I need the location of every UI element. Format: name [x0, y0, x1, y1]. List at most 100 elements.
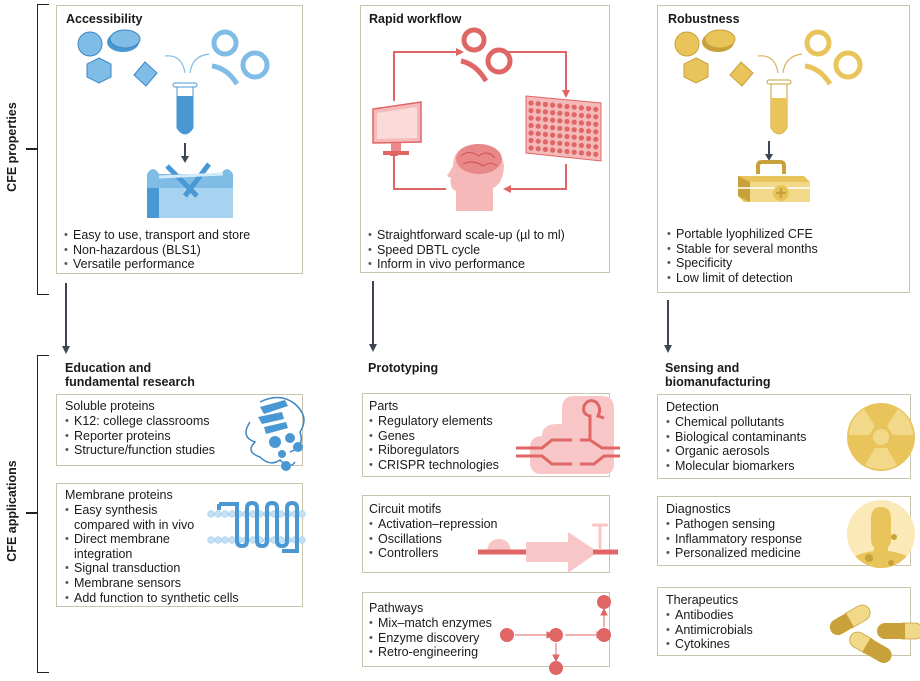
plate-well	[557, 148, 563, 154]
arrow-head	[62, 346, 70, 354]
plate-well	[578, 105, 584, 111]
app-box-bullets: Regulatory elements Genes Riboregulators…	[369, 414, 499, 472]
bullet-item: Versatile performance	[64, 257, 250, 272]
dna-plasmid-icon	[804, 29, 863, 86]
plate-well	[535, 108, 541, 114]
bullet-item: Specificity	[667, 256, 818, 271]
bullet-item: Genes	[369, 429, 499, 444]
protein-structure-icon	[245, 396, 305, 471]
lipid-head	[207, 510, 215, 518]
riboregulator-icon	[516, 396, 620, 474]
protein-shapes-icon	[77, 29, 158, 87]
applications-bracket	[37, 355, 49, 673]
bullet-item: Molecular biomarkers	[666, 459, 806, 474]
app-box-title: Membrane proteins	[65, 488, 173, 502]
plate-well	[528, 115, 534, 121]
app-box-bullets: K12: college classrooms Reporter protein…	[65, 414, 215, 458]
plate-well	[593, 136, 599, 142]
lipid-head	[221, 510, 229, 518]
property-box-rapid-workflow: Rapid workflow	[360, 5, 610, 273]
plate-well	[550, 147, 556, 153]
plate-well	[557, 133, 563, 139]
plate-well	[528, 130, 534, 136]
plate-well	[557, 125, 563, 131]
toolbox-icon	[147, 162, 233, 218]
patient-silhouette-icon	[847, 500, 915, 568]
plate-well	[550, 102, 556, 108]
plate-well	[564, 133, 570, 140]
plate-well	[535, 131, 541, 137]
lipid-head	[214, 536, 222, 544]
pills-capsules-icon	[829, 604, 920, 663]
bullet-item: Oscillations	[369, 532, 498, 547]
curve-arrow-right	[189, 53, 210, 74]
app-box-title: Pathways	[369, 601, 424, 615]
application-heading: Sensing and biomanufacturing	[665, 361, 771, 389]
plate-well	[586, 106, 592, 112]
arrow-head	[664, 345, 672, 353]
human-head-brain-icon	[447, 144, 504, 211]
test-tube-icon	[766, 79, 792, 135]
plate-well	[564, 118, 570, 125]
computer-monitor-icon	[372, 101, 422, 155]
plate-well	[535, 138, 541, 144]
side-label-applications: CFE applications	[5, 460, 19, 562]
app-box-title: Parts	[369, 399, 399, 413]
plate-well	[528, 107, 534, 114]
down-arrow-robustness	[667, 300, 669, 346]
plate-well	[586, 151, 592, 157]
plate-well	[586, 121, 592, 127]
bullet-item: Antibodies	[666, 608, 753, 623]
pathway-nodes	[500, 595, 611, 675]
bullet-item: Signal transduction	[65, 561, 210, 576]
plate-well	[528, 122, 534, 129]
well-plate-icon	[525, 95, 602, 162]
bullet-item: Low limit of detection	[667, 271, 818, 286]
plate-well	[542, 124, 548, 130]
bullet-item: Membrane sensors	[65, 576, 305, 591]
plate-well	[550, 140, 556, 146]
workflow-cycle-arrows	[393, 51, 567, 190]
plate-well	[578, 112, 584, 118]
properties-bracket-tick	[26, 148, 38, 150]
plate-well	[564, 126, 570, 132]
plate-well	[571, 104, 577, 110]
bullet-item: CRISPR technologies	[369, 458, 499, 473]
app-box-bullets: Chemical pollutants Biological contamina…	[666, 415, 806, 473]
plate-well	[528, 137, 534, 144]
plate-well	[578, 150, 584, 156]
plate-well	[550, 117, 556, 123]
lipid-head	[221, 536, 229, 544]
plate-well	[542, 101, 548, 107]
plate-well	[571, 119, 577, 125]
bullet-item: Easy synthesis compared with in vivo	[65, 503, 210, 532]
accessibility-illustration	[77, 29, 270, 218]
property-box-accessibility: Accessibility	[56, 5, 303, 274]
app-box-title: Soluble proteins	[65, 399, 155, 413]
bullet-item: Straightforward scale-up (µl to ml)	[368, 228, 565, 243]
test-tube-icon	[172, 82, 198, 135]
bullet-item: Speed DBTL cycle	[368, 243, 565, 258]
plate-well	[571, 142, 577, 148]
bullet-item: Direct membrane integration	[65, 532, 210, 561]
bullet-item: Portable lyophilized CFE	[667, 227, 818, 242]
bullet-item: Regulatory elements	[369, 414, 499, 429]
properties-bracket	[37, 4, 49, 295]
gene-circuit-icon	[478, 523, 618, 573]
plate-well	[542, 139, 548, 145]
bullet-item: Antimicrobials	[666, 623, 753, 638]
property-box-robustness: Robustness	[657, 5, 910, 293]
down-arrow-accessibility	[65, 283, 67, 347]
plate-well	[535, 123, 541, 129]
plate-well	[557, 118, 563, 124]
plate-well	[542, 131, 548, 137]
property-title: Rapid workflow	[369, 12, 462, 26]
bullet-item: Organic aerosols	[666, 444, 806, 459]
bullet-item: Riboregulators	[369, 443, 499, 458]
bullet-item: Non-hazardous (BLS1)	[64, 243, 250, 258]
first-aid-kit-icon	[738, 160, 810, 202]
plate-well	[586, 143, 592, 149]
plate-well	[593, 144, 599, 150]
plate-well	[571, 134, 577, 140]
bullet-item: Stable for several months	[667, 242, 818, 257]
